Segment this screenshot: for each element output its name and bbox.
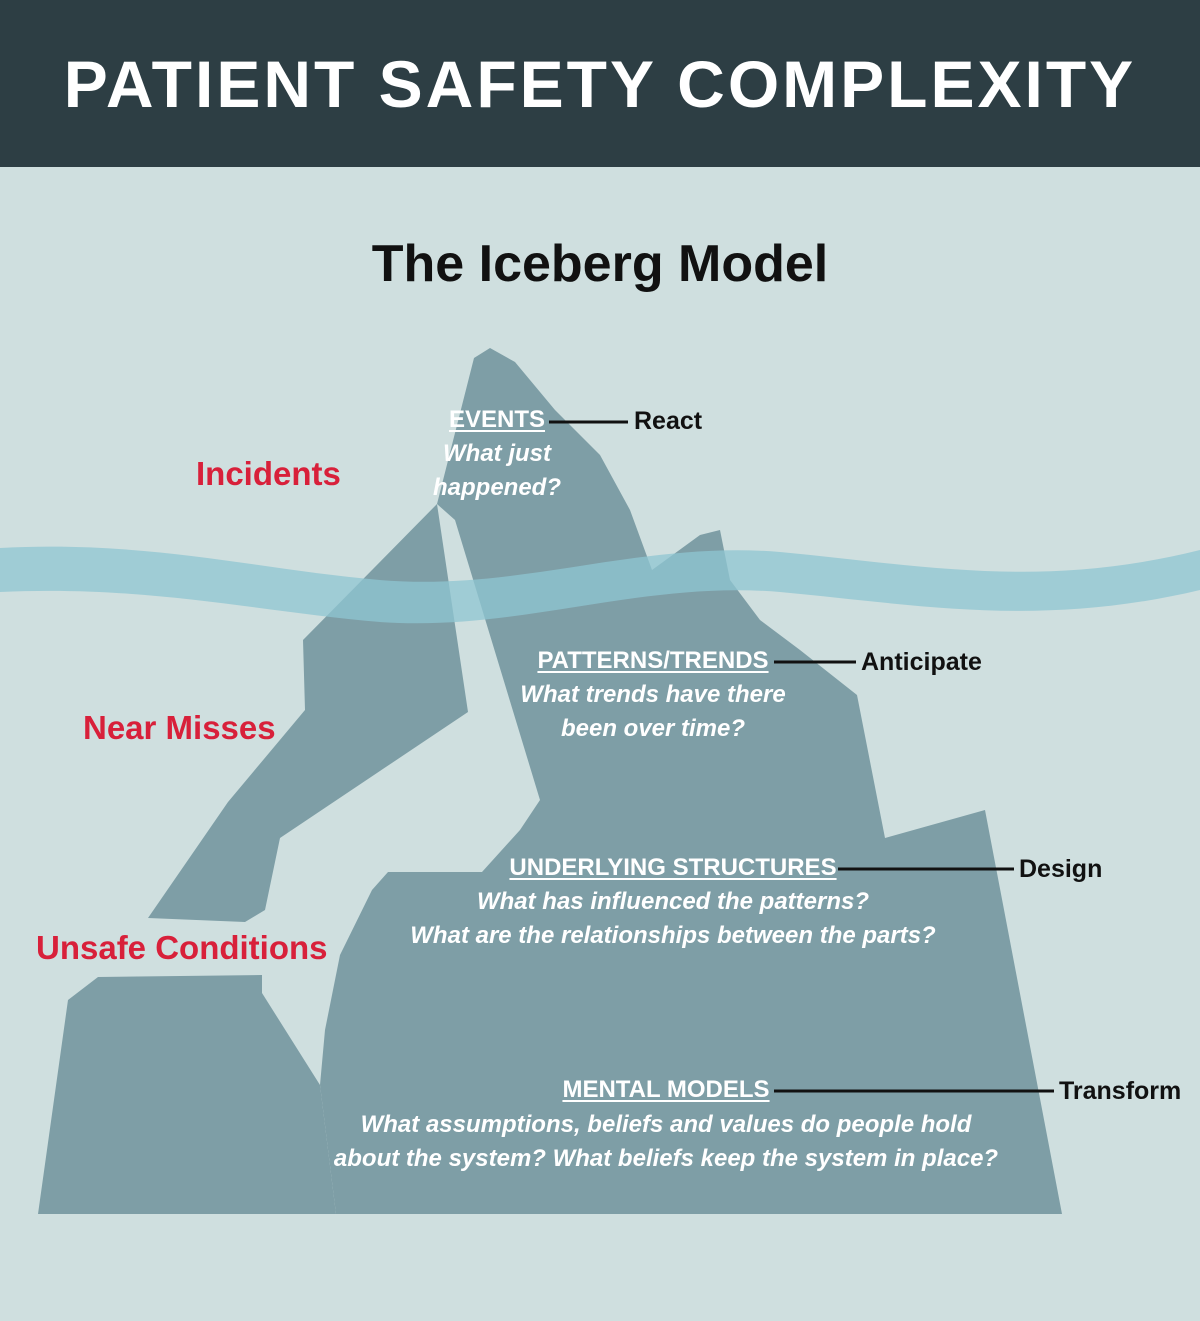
action-label-anticipate: Anticipate: [861, 648, 982, 676]
diagram-title: The Iceberg Model: [371, 235, 829, 293]
side-label-incidents: Incidents: [196, 455, 341, 492]
header-bar: PATIENT SAFETY COMPLEXITY: [0, 0, 1200, 167]
level-question-events-line1: What just: [443, 440, 551, 467]
level-question-mental-models-line2: about the system? What beliefs keep the …: [333, 1145, 999, 1172]
level-question-patterns-line2: been over time?: [560, 715, 746, 742]
iceberg-left-foot: [38, 975, 336, 1214]
side-label-near-misses: Near Misses: [83, 709, 276, 746]
level-question-structures-line1: What has influenced the patterns?: [476, 888, 870, 915]
iceberg-main-body: [320, 348, 1062, 1214]
water-line: [0, 546, 1200, 624]
level-question-events-line2: happened?: [432, 474, 562, 501]
level-question-mental-models-line1: What assumptions, beliefs and values do …: [360, 1111, 972, 1138]
level-title-patterns-trends: PATTERNS/TRENDS: [537, 647, 769, 674]
page-title: PATIENT SAFETY COMPLEXITY: [63, 46, 1137, 121]
level-title-underlying-structures: UNDERLYING STRUCTURES: [509, 854, 837, 881]
action-label-react: React: [634, 407, 703, 435]
action-label-design: Design: [1019, 855, 1103, 883]
action-label-transform: Transform: [1059, 1077, 1182, 1105]
level-question-patterns-line1: What trends have there: [520, 681, 786, 708]
level-title-events: EVENTS: [448, 406, 546, 433]
level-title-mental-models: MENTAL MODELS: [562, 1076, 770, 1103]
level-question-structures-line2: What are the relationships between the p…: [410, 922, 936, 949]
side-label-unsafe-conditions: Unsafe Conditions: [36, 929, 328, 966]
